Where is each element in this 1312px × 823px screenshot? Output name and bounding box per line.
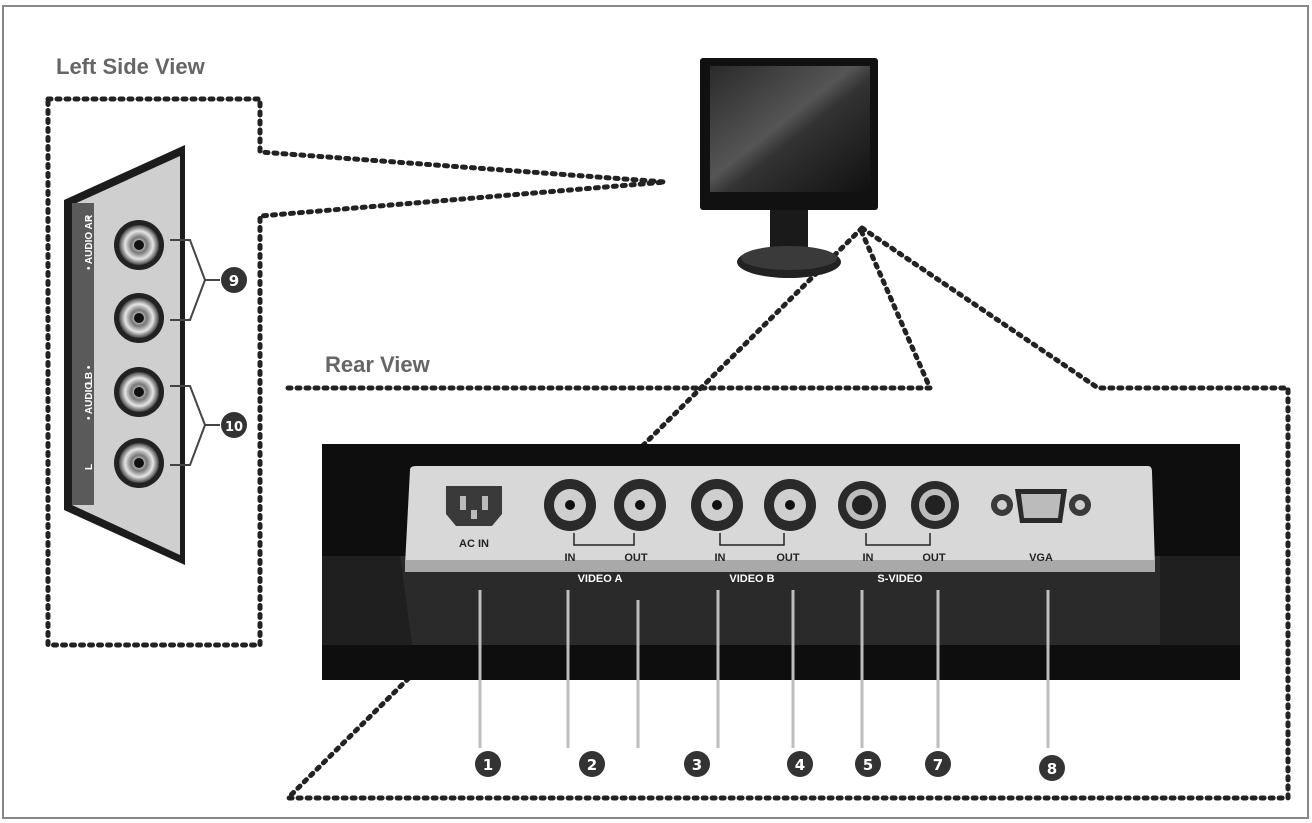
callout-10: 10 xyxy=(225,420,243,435)
callout-3: 3 xyxy=(692,756,702,774)
ac-in-port xyxy=(446,486,502,526)
audio-b-r-label: R xyxy=(50,214,61,222)
audio-a-l-label: L xyxy=(84,464,95,470)
video-b-in-label: IN xyxy=(715,552,726,564)
callout-lines xyxy=(478,590,1050,748)
callout-9: 9 xyxy=(229,272,239,290)
video-a-ports xyxy=(544,479,666,531)
vga-label: VGA xyxy=(1029,552,1053,564)
audio-a-jacks xyxy=(114,367,164,488)
callout-2: 2 xyxy=(587,756,597,774)
callout-7: 7 xyxy=(933,756,943,774)
audio-a-label: • AUDIO A • xyxy=(84,216,95,270)
outer-frame xyxy=(2,5,1309,819)
s-video-in-label: IN xyxy=(863,552,874,564)
left-side-view-title: Left Side View xyxy=(56,54,206,79)
audio-a-r-label: R xyxy=(84,214,95,222)
vga-port xyxy=(991,489,1091,523)
callout-1: 1 xyxy=(483,756,493,774)
monitor-illustration xyxy=(700,58,878,278)
ac-in-label: AC IN xyxy=(459,538,489,550)
s-video-ports xyxy=(838,481,959,529)
rear-view-title: Rear View xyxy=(325,352,431,377)
video-b-out-label: OUT xyxy=(776,552,800,564)
callout-5: 5 xyxy=(863,756,873,774)
rear-callouts: 1 2 3 4 5 7 8 xyxy=(475,751,1065,781)
callout-8: 8 xyxy=(1047,760,1057,778)
side-panel: • AUDIO B • • AUDIO A • R L L R 9 10 xyxy=(50,145,247,565)
s-video-label: S-VIDEO xyxy=(877,573,923,585)
video-a-label: VIDEO A xyxy=(578,573,623,585)
audio-b-l-label: L xyxy=(84,379,95,385)
video-a-in-label: IN xyxy=(565,552,576,564)
s-video-out-label: OUT xyxy=(922,552,946,564)
video-a-out-label: OUT xyxy=(624,552,648,564)
audio-b-jacks xyxy=(114,220,164,343)
audio-b-label: • AUDIO B • xyxy=(84,365,95,420)
rear-view-box xyxy=(281,224,1291,801)
rear-panel: AC IN IN OUT VIDEO A IN OUT VIDEO B IN O… xyxy=(322,444,1240,680)
callout-4: 4 xyxy=(795,756,805,774)
video-b-ports xyxy=(691,479,816,531)
video-b-label: VIDEO B xyxy=(729,573,774,585)
left-side-box xyxy=(45,96,666,648)
dotted-guides xyxy=(45,96,1291,801)
